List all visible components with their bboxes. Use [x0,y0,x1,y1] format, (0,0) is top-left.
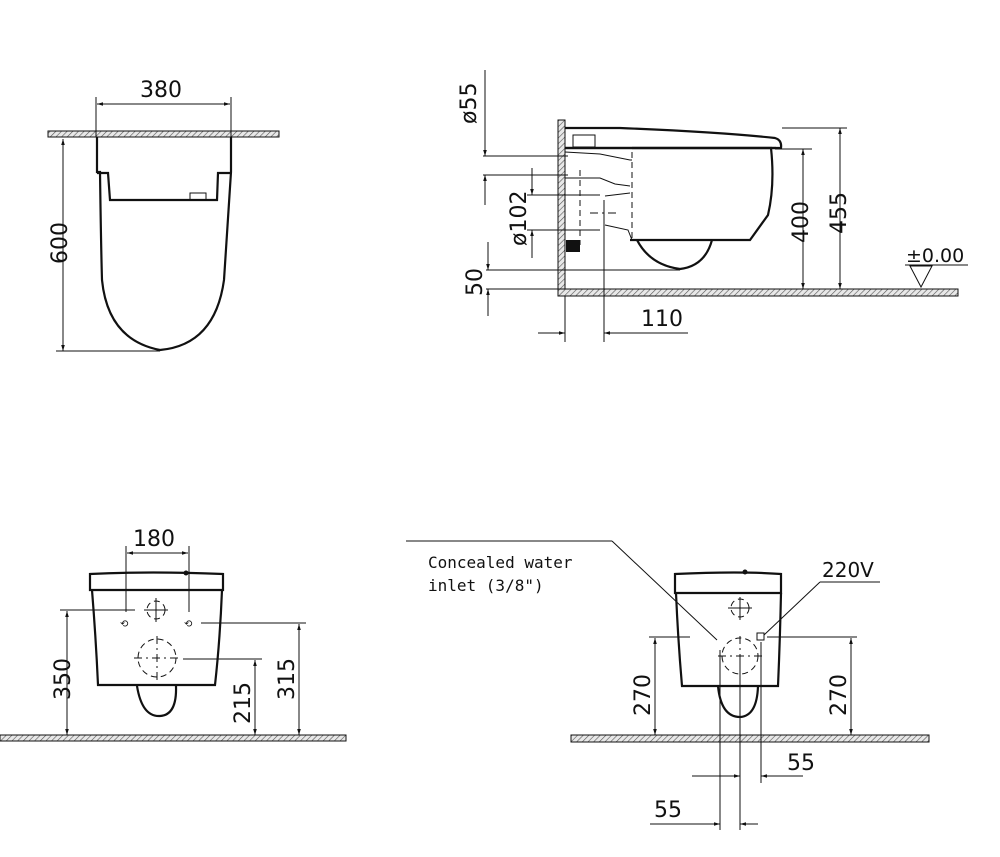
dim-outlet-height: 215 [231,682,256,724]
front-view-left: 180 ⟲ ⟲ 350 215 315 [0,527,347,742]
dim-offset-left: 55 [654,798,682,823]
dim-total-height: 455 [827,192,852,234]
dim-bolt-height: 315 [275,658,300,700]
floor-section [557,288,959,297]
side-view: ø55 ø102 50 400 455 ±0.00 110 [457,70,968,342]
dim-width: 380 [140,78,182,103]
dim-rim-height: 400 [789,201,814,243]
top-view: 380 600 [47,78,280,352]
dim-depth: 600 [48,222,73,264]
dim-upper-height: 350 [51,658,76,700]
wall-section [47,130,280,138]
dim-bolt-spacing: 180 [133,527,175,552]
water-inlet-label-line2: inlet (3/8") [428,576,544,595]
dim-bottom-offset: 50 [463,268,488,296]
svg-text:⟲: ⟲ [120,619,129,630]
dim-right-height: 270 [827,674,852,716]
dim-inlet-diameter: ø55 [457,83,482,124]
power-socket-icon [756,632,765,641]
water-inlet-label-line1: Concealed water [428,553,573,572]
floor-section [570,734,930,743]
svg-text:⟲: ⟲ [184,619,193,630]
dim-left-height: 270 [631,674,656,716]
bowl-outline [95,137,233,352]
floor-section [0,734,347,742]
dim-wall-offset: 110 [641,307,683,332]
dim-outlet-diameter: ø102 [507,191,532,246]
floor-level-label: ±0.00 [906,245,964,267]
power-label: 220V [822,558,874,582]
front-view-right: Concealed water inlet (3/8") 220V 270 27… [406,540,930,830]
dim-offset-right: 55 [787,751,815,776]
